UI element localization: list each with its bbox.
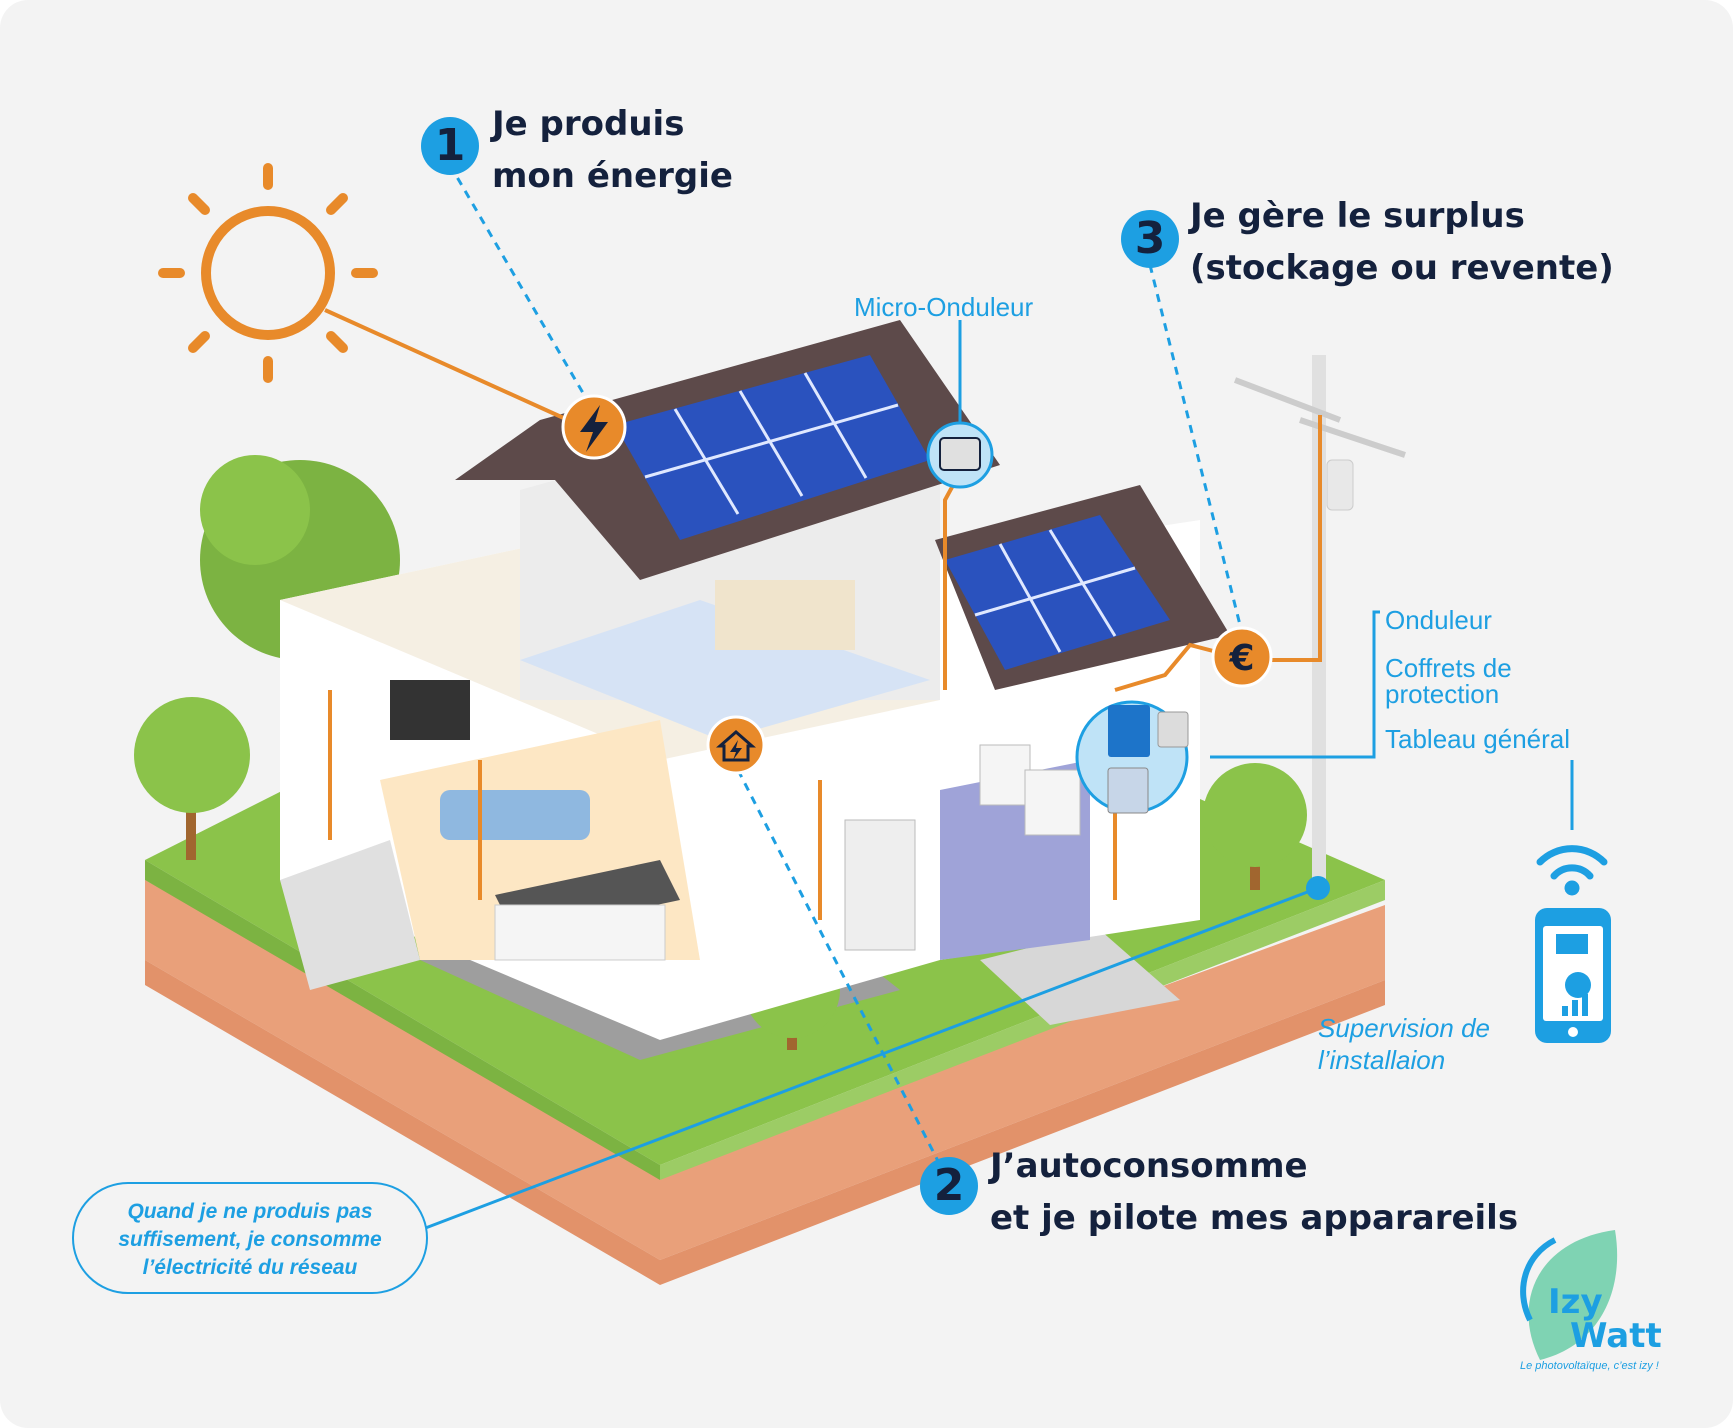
step-1-badge: 1 <box>421 117 479 175</box>
micro-inverter-label: Micro-Onduleur <box>854 292 1034 322</box>
grid-note-line3: l’électricité du réseau <box>142 1256 358 1279</box>
grid-connection-dot <box>1306 876 1330 900</box>
tree-front-left <box>134 697 250 860</box>
lightning-icon <box>561 394 627 460</box>
step-1-title: Je produis mon énergie <box>492 98 733 202</box>
logo-tagline: Le photovoltaïque, c’est izy ! <box>1520 1360 1659 1372</box>
main-panel-label: Tableau général <box>1385 724 1571 754</box>
house-lightning-icon <box>706 715 766 775</box>
wifi-icon <box>1536 845 1608 896</box>
supervision-label-line2: l’installaion <box>1318 1045 1446 1075</box>
protection-label-line1: Coffrets de <box>1385 653 1512 683</box>
smartphone-icon <box>1535 908 1611 1043</box>
step-2-badge: 2 <box>920 1157 978 1215</box>
step-2-line2: et je pilote mes apparareils <box>990 1198 1519 1238</box>
grid-consumption-note: Quand je ne produis pas suffisement, je … <box>72 1182 428 1294</box>
izywatt-logo-leaf <box>1520 1230 1618 1360</box>
grid-note-line2: suffisement, je consomme <box>118 1228 382 1251</box>
solar-panels-main <box>615 355 930 540</box>
step-3-line2: (stockage ou revente) <box>1190 248 1614 288</box>
step-2-title: J’autoconsomme et je pilote mes apparare… <box>990 1140 1518 1244</box>
step-3-badge: 3 <box>1121 210 1179 268</box>
inverter-cluster-icon <box>1075 700 1189 814</box>
step-3-title: Je gère le surplus (stockage ou revente) <box>1190 190 1614 294</box>
sun-icon <box>158 163 378 383</box>
logo-word-watt: Watt <box>1570 1316 1662 1356</box>
inverter-label: Onduleur <box>1385 605 1492 635</box>
step-3-line1: Je gère le surplus <box>1190 196 1525 236</box>
tree-right <box>1203 763 1307 890</box>
logo-word-izy: Izy <box>1548 1282 1603 1322</box>
micro-inverter-icon <box>926 421 994 489</box>
step-1-line2: mon énergie <box>492 156 733 196</box>
svg-text:€: € <box>1228 638 1254 679</box>
solar-panels-annex <box>945 515 1170 670</box>
protection-label-line2: protection <box>1385 679 1500 709</box>
grid-note-line1: Quand je ne produis pas <box>127 1200 373 1223</box>
supervision-label-line1: Supervision de <box>1318 1013 1490 1043</box>
sun-ray-connector <box>324 308 569 422</box>
step-1-line1: Je produis <box>492 104 685 144</box>
euro-icon: € <box>1211 626 1273 688</box>
step-2-line1: J’autoconsomme <box>990 1146 1308 1186</box>
step-connectors <box>448 164 1242 1166</box>
